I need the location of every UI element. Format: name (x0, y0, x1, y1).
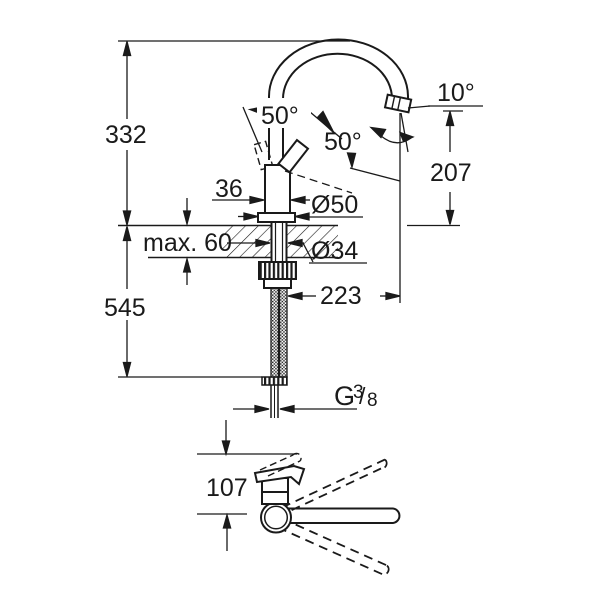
dimension-lines (118, 40, 483, 551)
label-max-60: max. 60 (143, 229, 232, 257)
spout-bar-dashed-down (277, 517, 390, 576)
label-diameter-50: Ø50 (311, 191, 358, 219)
spout-inner-curve (282, 52, 393, 160)
label-angle-50-swivel: 50° (261, 102, 299, 130)
label-angle-10: 10° (437, 79, 475, 107)
spout-outer-curve (267, 38, 409, 160)
supply-hose-left (270, 287, 280, 378)
label-masks (257, 98, 311, 128)
thread-numerator: 3 (353, 382, 364, 403)
swivel-joint-outer (260, 501, 292, 534)
hose-ferrule (261, 376, 288, 386)
body-column (264, 164, 291, 214)
label-height-207: 207 (430, 159, 472, 187)
base-flange (257, 212, 296, 223)
thread-slash: / (359, 383, 366, 409)
label-width-36: 36 (215, 175, 243, 203)
lever-solid-position (277, 138, 310, 174)
faucet-body (253, 138, 310, 223)
label-diameter-34: Ø34 (311, 237, 358, 265)
nut-collar (263, 278, 292, 289)
thread-prefix: G (334, 381, 355, 411)
label-reach-223: 223 (320, 282, 362, 310)
thread-denominator: 8 (367, 390, 378, 411)
swivel-joint-inner (263, 505, 289, 530)
faucet-underside (258, 222, 297, 418)
handle-base-block (261, 491, 289, 505)
spout-tilt-line (400, 112, 409, 153)
faucet-spout (267, 38, 413, 160)
spout-bar-solid (287, 507, 401, 524)
spout-bar-dashed-up (277, 458, 388, 518)
handle-swivel-view (253, 452, 401, 576)
lever-open-dashed-line (284, 170, 353, 194)
label-height-332: 332 (105, 121, 147, 149)
supply-hose-right (278, 287, 288, 378)
handle-raised-dashed (259, 452, 302, 477)
label-height-107: 107 (206, 474, 248, 502)
label-angle-50-open: 50° (324, 128, 362, 156)
handle-blade (253, 464, 306, 486)
dimension-labels: 332 545 max. 60 36 Ø50 Ø34 223 207 10° 5… (104, 79, 475, 502)
label-thread-g38: G 3 / 8 (334, 381, 378, 411)
label-height-545: 545 (104, 294, 146, 322)
outlet-nozzle (383, 93, 413, 114)
